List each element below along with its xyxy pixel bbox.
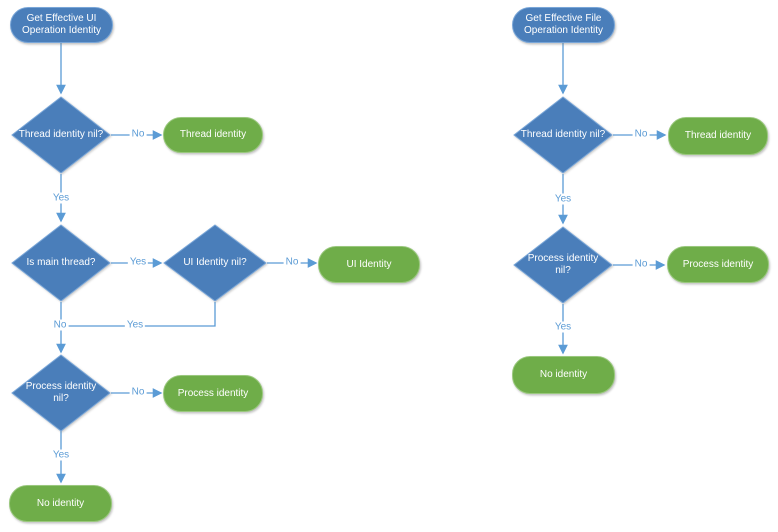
decision-file-process-identity-nil: Process identity nil? bbox=[513, 226, 613, 304]
edge-label-yes: Yes bbox=[552, 193, 574, 205]
decision-file-thread-identity-nil: Thread identity nil? bbox=[513, 96, 613, 174]
result-file-process-identity: Process identity bbox=[667, 246, 769, 283]
start-node-file-operation: Get Effective File Operation Identity bbox=[512, 7, 615, 43]
edge-label-no: No bbox=[129, 386, 147, 398]
edge-label-yes: Yes bbox=[127, 256, 149, 268]
edge-label-no: No bbox=[129, 128, 147, 140]
connector-ui-check-yes bbox=[61, 302, 216, 327]
decision-label: Thread identity nil? bbox=[520, 129, 606, 140]
diamond-shape bbox=[11, 354, 111, 432]
result-file-thread-identity: Thread identity bbox=[668, 117, 768, 155]
edge-label-no: No bbox=[283, 256, 301, 268]
result-ui-identity: UI Identity bbox=[318, 246, 420, 283]
edge-label-yes: Yes bbox=[50, 449, 72, 461]
result-ui-no-identity: No identity bbox=[9, 485, 112, 522]
decision-is-main-thread: Is main thread? bbox=[11, 224, 111, 302]
start-node-ui-operation: Get Effective UI Operation Identity bbox=[10, 7, 113, 43]
decision-label: UI Identity nil? bbox=[183, 257, 247, 268]
edge-label-no: No bbox=[51, 319, 69, 331]
result-file-no-identity: No identity bbox=[512, 356, 615, 394]
edge-label-yes: Yes bbox=[124, 319, 146, 331]
decision-label: Process identity nil? bbox=[527, 253, 599, 276]
decision-label: Is main thread? bbox=[26, 257, 96, 268]
decision-ui-identity-nil: UI Identity nil? bbox=[163, 224, 267, 302]
edge-label-yes: Yes bbox=[50, 192, 72, 204]
diamond-shape bbox=[513, 96, 613, 174]
decision-label: Thread identity nil? bbox=[18, 129, 104, 140]
diamond-shape bbox=[163, 224, 267, 302]
diamond-shape bbox=[11, 96, 111, 174]
diamond-shape bbox=[11, 224, 111, 302]
diamond-shape bbox=[513, 226, 613, 304]
decision-ui-process-identity-nil: Process identity nil? bbox=[11, 354, 111, 432]
edge-label-no: No bbox=[632, 128, 650, 140]
result-ui-process-identity: Process identity bbox=[163, 375, 263, 412]
result-ui-thread-identity: Thread identity bbox=[163, 117, 263, 153]
decision-label: Process identity nil? bbox=[25, 381, 97, 404]
edge-label-yes: Yes bbox=[552, 321, 574, 333]
edge-label-no: No bbox=[632, 258, 650, 270]
decision-ui-thread-identity-nil: Thread identity nil? bbox=[11, 96, 111, 174]
